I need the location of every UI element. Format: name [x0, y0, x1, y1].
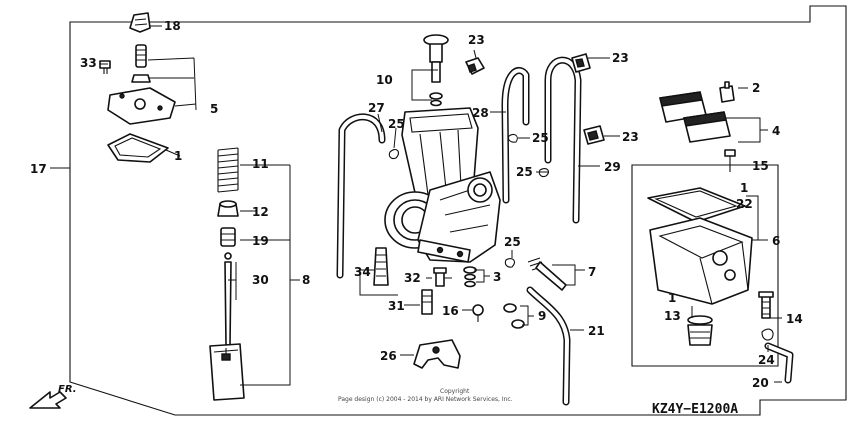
- vent-tube-28[interactable]: [501, 67, 530, 204]
- needle-holder[interactable]: [220, 227, 236, 247]
- callout-8: 8: [302, 273, 310, 287]
- callout-2: 2: [752, 81, 760, 95]
- callout-1-mid: 1: [740, 181, 748, 195]
- callout-4: 4: [772, 124, 780, 138]
- callout-12: 12: [252, 205, 269, 219]
- copyright-line-2: Page design (c) 2004 - 2014 by ARI Netwo…: [338, 396, 513, 403]
- callout-23-lower: 23: [622, 130, 639, 144]
- vent-tube-29[interactable]: [544, 56, 582, 224]
- float[interactable]: [659, 91, 731, 143]
- callout-7: 7: [588, 265, 596, 279]
- top-gasket[interactable]: [107, 133, 169, 163]
- hose-clip-25-d[interactable]: [504, 258, 515, 268]
- throttle-valve[interactable]: [209, 343, 245, 401]
- float-chamber-gasket[interactable]: [647, 187, 746, 223]
- float-chamber[interactable]: [649, 217, 753, 305]
- float-chamber-screw-14[interactable]: [758, 291, 774, 319]
- cable-adjuster[interactable]: [135, 44, 147, 68]
- screw-3[interactable]: [463, 266, 477, 288]
- callout-23-right: 23: [612, 51, 629, 65]
- callout-labels: 18 33 5 1 17 11 12 19 30 8 10 23 23 23 2…: [30, 19, 803, 390]
- callout-33: 33: [80, 56, 97, 70]
- callout-34: 34: [354, 265, 371, 279]
- starter-valve[interactable]: [423, 34, 449, 107]
- spring-seat[interactable]: [217, 200, 239, 217]
- float-valve[interactable]: [719, 81, 735, 103]
- callout-1-low: 1: [668, 291, 676, 305]
- main-jet-holder-34[interactable]: [373, 247, 389, 286]
- callout-27: 27: [368, 101, 385, 115]
- tube-clip-23-right[interactable]: [571, 53, 591, 73]
- hose-clip-25-a[interactable]: [388, 149, 399, 160]
- callout-28: 28: [472, 106, 489, 120]
- callout-11: 11: [252, 157, 269, 171]
- tube-clip-23-lower[interactable]: [583, 125, 605, 145]
- diagram-boundary: [69, 5, 847, 416]
- air-screw-7[interactable]: [527, 257, 567, 291]
- callout-31: 31: [388, 299, 405, 313]
- callout-3: 3: [493, 270, 501, 284]
- callout-25-c: 25: [516, 165, 533, 179]
- overflow-tube-27[interactable]: [336, 113, 386, 279]
- direction-label: FR.: [58, 384, 77, 395]
- callout-18: 18: [164, 19, 181, 33]
- bracket-26[interactable]: [413, 339, 461, 369]
- diagram-code: KZ4Y−E1200A: [652, 402, 738, 417]
- callout-20: 20: [752, 376, 769, 390]
- drain-tube-21[interactable]: [526, 286, 571, 406]
- carburetor-body[interactable]: [384, 107, 501, 263]
- lock-nut[interactable]: [131, 74, 151, 83]
- callout-26: 26: [380, 349, 397, 363]
- washer-9[interactable]: [503, 303, 525, 329]
- callout-30: 30: [252, 273, 269, 287]
- callout-29: 29: [604, 160, 621, 174]
- callout-10: 10: [376, 73, 393, 87]
- cable-boot[interactable]: [129, 12, 151, 33]
- callout-21: 21: [588, 324, 605, 338]
- cap-screw[interactable]: [99, 60, 111, 74]
- jet-31[interactable]: [421, 289, 433, 315]
- callout-24: 24: [758, 353, 775, 367]
- callout-25-b: 25: [532, 131, 549, 145]
- hose-clip-25-c[interactable]: [538, 168, 549, 178]
- jet-needle[interactable]: [224, 252, 232, 346]
- callout-13: 13: [664, 309, 681, 323]
- callout-25-d: 25: [504, 235, 521, 249]
- tube-clip-23-top[interactable]: [465, 57, 485, 75]
- callout-5: 5: [210, 102, 218, 116]
- float-pin-15[interactable]: [724, 149, 736, 172]
- throttle-valve-spring[interactable]: [217, 147, 239, 193]
- callout-32: 32: [404, 271, 421, 285]
- callout-9: 9: [538, 309, 546, 323]
- callout-23-top: 23: [468, 33, 485, 47]
- callout-25-a: 25: [388, 117, 405, 131]
- clamp-24[interactable]: [761, 328, 774, 341]
- leader-lines: [50, 25, 782, 386]
- callout-14: 14: [786, 312, 803, 326]
- copyright-line-1: Copyright: [440, 388, 470, 395]
- hose-clip-25-b[interactable]: [507, 133, 518, 143]
- callout-19: 19: [252, 234, 269, 248]
- callout-6: 6: [772, 234, 780, 248]
- float-chamber-box: [631, 164, 779, 367]
- callout-1-top: 1: [174, 149, 182, 163]
- callout-16: 16: [442, 304, 459, 318]
- drain-tube-20[interactable]: [764, 342, 794, 384]
- callout-17: 17: [30, 162, 47, 176]
- top-cap[interactable]: [107, 87, 176, 125]
- callout-22: 22: [736, 197, 753, 211]
- front-direction-arrow: FR.: [29, 384, 77, 409]
- pilot-jet-32[interactable]: [433, 267, 447, 287]
- bolt-16[interactable]: [472, 304, 484, 322]
- drain-plug-13[interactable]: [687, 315, 713, 346]
- callout-15: 15: [752, 159, 769, 173]
